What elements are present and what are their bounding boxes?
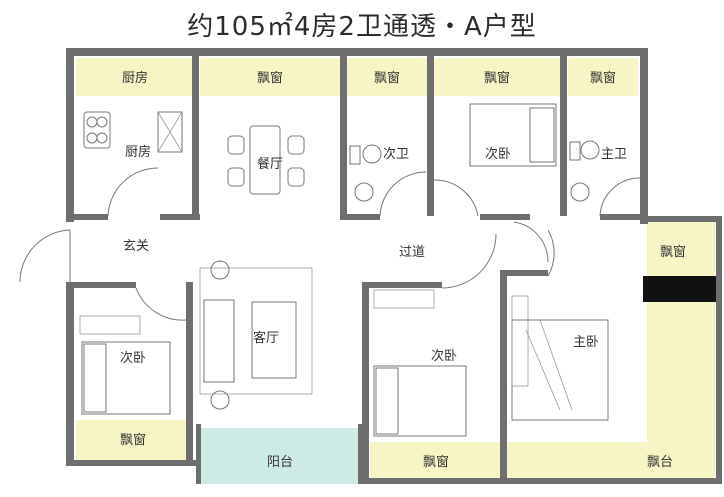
door-bath2 [379,171,427,217]
wall-bottom-right [362,478,720,484]
wall-top-row-bottom-b [160,214,200,220]
sink-icon [157,111,183,153]
wall-master-left [500,270,507,482]
door-master [547,229,555,277]
stove-icon [83,111,111,149]
door-entrance [19,229,71,283]
wall-bath2-right [427,48,434,216]
dining-window-strip [200,58,340,96]
door-kitchen [107,167,159,217]
wall-balcony-left [196,424,201,484]
basin-icon-bath2 [354,182,374,202]
wall-bed-left-right [186,282,193,464]
wall-bed-mid-top [362,282,442,288]
bed-mid-window-strip [370,442,500,478]
wall-top-row-bottom-a [66,214,108,220]
label-bed-mid-window: 飘窗 [423,454,449,470]
dining-table-icon [249,125,281,195]
door-bed-left [135,287,187,321]
plan-title: 约105㎡4房2卫通透・A户型 [187,12,537,42]
label-master: 主卧 [573,335,599,350]
label-bath2: 次卫 [383,146,409,162]
wall-left-upper [66,48,74,222]
label-master-bath-window: 飘窗 [590,70,616,86]
sofa-icon [203,299,235,383]
label-balcony: 阳台 [267,455,293,470]
label-kitchen: 厨房 [125,144,151,160]
label-bed-left-window: 飘窗 [120,432,146,448]
coffee-table-icon [251,301,297,379]
label-master-balcony: 飘台 [647,455,673,470]
basin-icon-master [570,182,590,202]
balcony-area [200,428,360,484]
master-balcony-strip [505,442,715,478]
wall-right-outer [716,216,722,484]
door-master-bath [599,177,641,217]
wall-kitchen-right [192,48,199,216]
label-bed-left: 次卧 [120,350,146,366]
wall-top-row-bottom-e [600,214,648,220]
label-living: 客厅 [253,330,279,346]
toilet-icon-master [580,140,600,160]
door-bed-top [433,179,479,217]
wall-bed-top-right [560,48,567,216]
wardrobe-mid [373,289,435,309]
wall-top-row-bottom-d [480,214,530,220]
wall-bath2-left [340,48,347,216]
lamp-icon [210,260,230,280]
bed-icon-mid [373,365,467,437]
door-bed-mid [441,233,497,289]
wall-master-top [500,270,548,276]
wall-bed-left-top [66,282,136,288]
label-bed-top-window: 飘窗 [484,70,510,86]
master-bath-window-strip [568,58,638,96]
black-block [643,276,717,302]
bath2-window-strip [347,58,427,96]
toilet-icon-bath2 [362,144,382,164]
bed-top-window-strip [434,58,560,96]
wall-bottom-left [66,460,196,466]
label-entrance: 玄关 [123,239,149,254]
wall-left-lower [66,282,74,464]
kitchen-window-strip [76,58,194,96]
bed-icon-left [81,341,171,415]
wardrobe-master [511,295,529,387]
door-corridor [513,221,549,263]
wall-top-row-bottom-c [340,214,380,220]
wall-top [66,48,648,56]
label-bath2-window: 飘窗 [374,70,400,86]
label-dining-window: 飘窗 [257,70,283,86]
wall-bed-mid-left [362,282,369,482]
label-corridor: 过道 [399,245,425,260]
wall-right-top [640,48,648,224]
label-bed-top: 次卧 [485,146,511,162]
label-dining: 餐厅 [257,156,283,172]
bed-icon-top [469,103,557,167]
wall-right-bay [640,216,720,222]
label-kitchen-window: 厨房 [122,70,148,86]
right-window-strip [647,222,715,442]
label-master-bath: 主卫 [601,147,627,162]
wardrobe-left [79,315,141,335]
label-bed-mid: 次卧 [431,348,457,364]
rug-icon [199,267,313,395]
label-right-window: 飘窗 [660,244,686,260]
bed-left-window-strip [76,420,188,460]
wall-balcony-right [358,424,363,484]
